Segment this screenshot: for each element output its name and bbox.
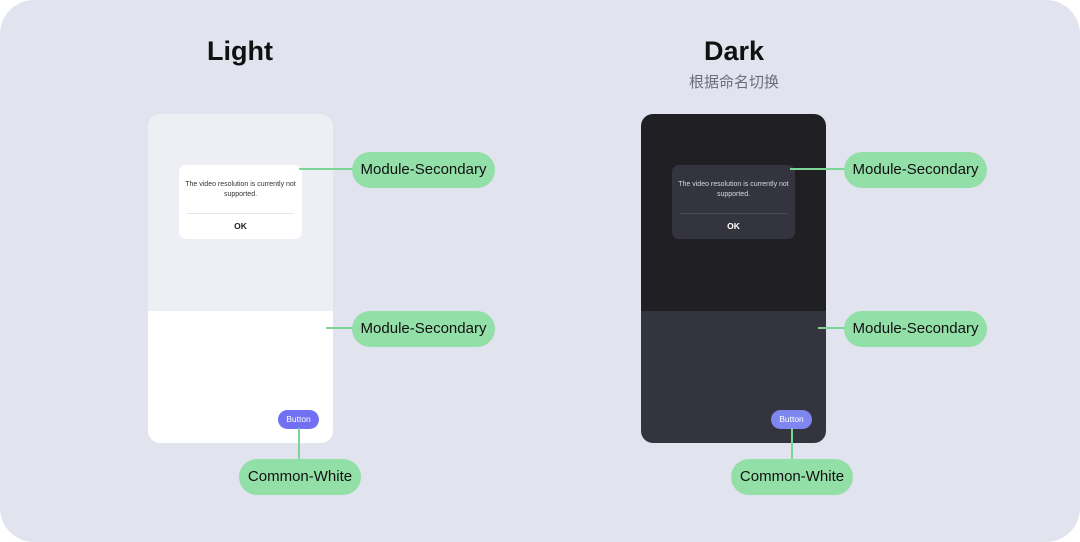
dark-dialog-message: The video resolution is currently not su…: [678, 181, 789, 198]
light-lower-connector: [326, 327, 354, 329]
dark-phone-preview: The video resolution is currently not su…: [641, 114, 826, 443]
dark-button-connector: [791, 428, 793, 461]
dark-surface: The video resolution is currently not su…: [641, 114, 826, 311]
light-dialog-message: The video resolution is currently not su…: [185, 181, 296, 198]
light-upper-connector: [299, 168, 354, 170]
light-phone-preview: The video resolution is currently not su…: [148, 114, 333, 443]
light-button[interactable]: Button: [278, 410, 319, 429]
dark-dialog-ok-button[interactable]: OK: [727, 221, 740, 231]
light-dialog-divider: [187, 213, 294, 214]
light-surface: The video resolution is currently not su…: [148, 114, 333, 311]
dark-heading: Dark: [703, 36, 765, 66]
light-dialog: The video resolution is currently not su…: [179, 165, 302, 239]
dark-dialog: The video resolution is currently not su…: [672, 165, 795, 239]
dark-lower-annotation: Module-Secondary: [844, 311, 987, 347]
light-lower-annotation: Module-Secondary: [352, 311, 495, 347]
dark-lower-connector: [818, 327, 846, 329]
dark-button-annotation: Common-White: [731, 459, 853, 495]
dark-dialog-divider: [680, 213, 787, 214]
light-upper-annotation: Module-Secondary: [352, 152, 495, 188]
dark-button[interactable]: Button: [771, 410, 812, 429]
light-dialog-ok-button[interactable]: OK: [234, 221, 247, 231]
light-button-connector: [298, 428, 300, 461]
light-heading: Light: [207, 36, 273, 66]
dark-upper-annotation: Module-Secondary: [844, 152, 987, 188]
dark-upper-connector: [790, 168, 846, 170]
light-button-annotation: Common-White: [239, 459, 361, 495]
dark-subheading: 根据命名切换: [688, 74, 779, 91]
